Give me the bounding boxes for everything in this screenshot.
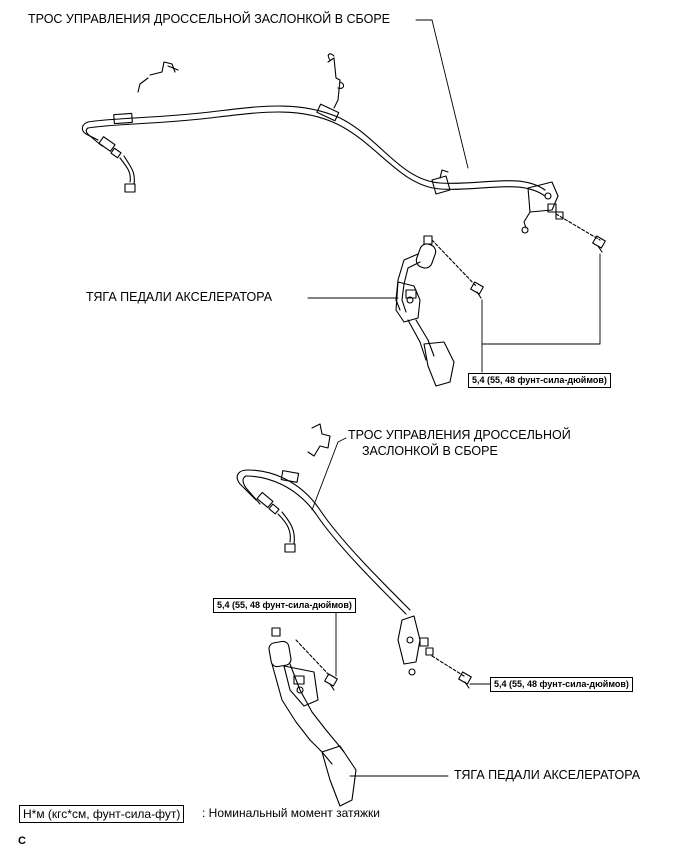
legend-unit-box: Н*м (кгс*см, фунт-сила-фут) bbox=[19, 805, 185, 823]
legend-description: : Номинальный момент затяжки bbox=[202, 806, 380, 820]
bottom-accelerator-pedal bbox=[268, 627, 357, 807]
top-cable-label: ТРОС УПРАВЛЕНИЯ ДРОССЕЛЬНОЙ ЗАСЛОНКОЙ В … bbox=[28, 12, 390, 26]
figure-code: C bbox=[18, 835, 26, 847]
torque-top: 5,4 (55, 48 фунт-сила-дюймов) bbox=[468, 373, 611, 388]
top-pedal-label: ТЯГА ПЕДАЛИ АКСЕЛЕРАТОРА bbox=[86, 290, 273, 304]
top-throttle-cable bbox=[81, 53, 564, 234]
torque-bottom-right: 5,4 (55, 48 фунт-сила-дюймов) bbox=[490, 677, 633, 692]
top-accelerator-pedal bbox=[395, 235, 455, 387]
bottom-cable-label-line2: ЗАСЛОНКОЙ В СБОРЕ bbox=[362, 444, 498, 458]
bottom-bolt-left bbox=[324, 673, 338, 691]
bottom-bolt-right bbox=[458, 671, 472, 689]
bottom-cable-label-line1: ТРОС УПРАВЛЕНИЯ ДРОССЕЛЬНОЙ bbox=[348, 428, 571, 442]
bottom-pedal-label: ТЯГА ПЕДАЛИ АКСЕЛЕРАТОРА bbox=[454, 768, 641, 782]
bottom-throttle-cable bbox=[236, 423, 434, 676]
top-bolt-right bbox=[592, 235, 606, 253]
torque-bottom-left: 5,4 (55, 48 фунт-сила-дюймов) bbox=[213, 598, 356, 613]
top-bolt-left bbox=[470, 281, 484, 299]
